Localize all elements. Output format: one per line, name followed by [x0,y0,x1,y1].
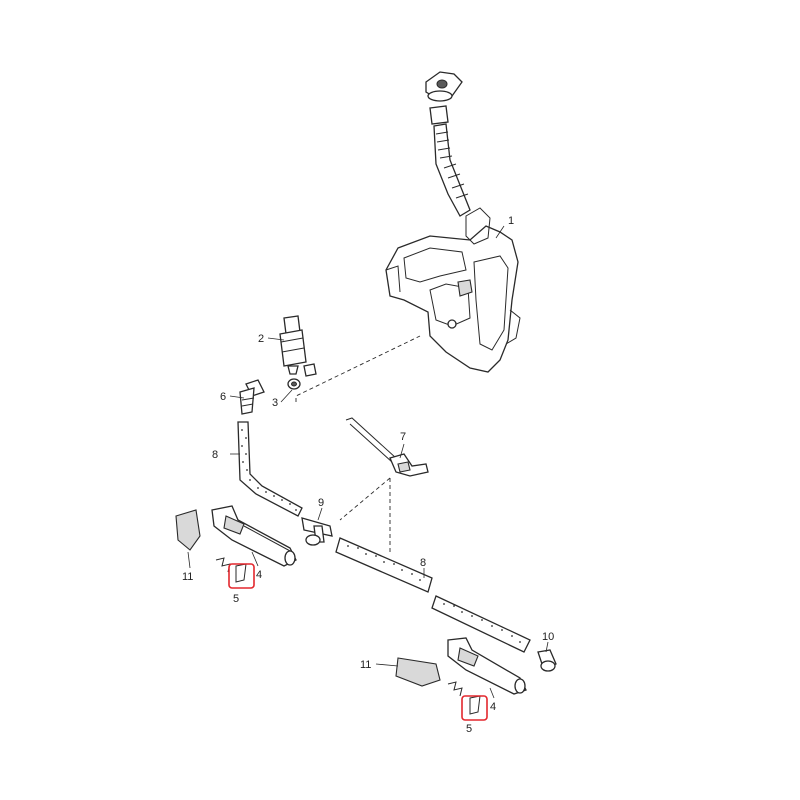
tank-pump-connection-line [295,335,421,402]
nozzle-left[interactable] [211,505,297,567]
label-elbow: 6 [220,391,226,403]
washer-pump[interactable] [279,315,317,377]
cap-left[interactable] [175,509,201,551]
label-grommet: 3 [272,397,278,409]
washer-reservoir[interactable] [385,207,521,373]
label-cap-right: 11 [360,659,371,671]
cap-right[interactable] [395,657,441,687]
spring-right-highlight [461,695,488,721]
label-spring-right: 5 [466,723,472,735]
hose-lower-texture [347,545,421,581]
label-clip: 7 [400,431,406,443]
label-hose-bottom: 8 [420,557,426,569]
filler-neck[interactable] [425,71,471,217]
label-t-piece: 9 [318,497,324,509]
label-hose-top: 8 [212,449,218,461]
hose-clip[interactable] [345,417,429,477]
label-connector: 10 [542,631,554,643]
label-spring-left: 5 [233,593,239,605]
hose-elbow[interactable] [239,379,265,415]
hose-lower[interactable] [335,537,531,653]
leader-lines [187,225,549,699]
hose-t-piece[interactable] [301,517,333,546]
label-pump: 2 [258,333,264,345]
label-nozzle-left: 4 [256,569,262,581]
hose-lower-texture-2 [443,603,521,643]
pump-grommet[interactable] [287,378,301,390]
label-tank: 1 [508,215,514,227]
clip-pointer-left [339,477,391,521]
hose-connector[interactable] [537,649,557,672]
label-cap-left: 11 [182,571,193,583]
hose-upper-texture [241,429,297,511]
label-nozzle-right: 4 [490,701,496,713]
spring-right[interactable] [447,681,481,715]
spring-left[interactable] [215,557,247,583]
hose-upper[interactable] [237,421,303,517]
spring-left-highlight [228,563,255,589]
nozzle-right[interactable] [447,637,527,695]
